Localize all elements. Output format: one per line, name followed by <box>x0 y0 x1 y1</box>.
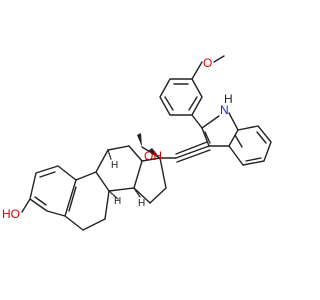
indole-h-label: H <box>224 92 233 106</box>
indole-n-label: N <box>220 103 229 117</box>
methyl-wedge <box>137 133 142 147</box>
steroid-a-ring <box>21 165 77 217</box>
molecule-drawing: O H N OH HO H H H <box>2 55 272 231</box>
stereo-h-8-label: H <box>111 160 118 171</box>
steroid-c-ring <box>95 145 143 192</box>
hydroxyl-17-label: OH <box>144 149 162 163</box>
hydroxyl-wedge <box>148 148 160 158</box>
stereo-h-9-label: H <box>114 196 121 207</box>
alkyne-linker <box>175 141 211 163</box>
structure-canvas: O H N OH HO H H H <box>2 55 272 231</box>
methoxyphenyl-ring <box>159 55 225 116</box>
stereo-hash-bonds <box>107 149 141 200</box>
stereo-h-14-label: H <box>138 198 145 209</box>
methoxy-oxygen-label: O <box>203 56 212 70</box>
indole-ring <box>191 112 272 166</box>
steroid-b-ring <box>64 171 110 231</box>
hydroxyl-3-label: HO <box>2 207 20 221</box>
